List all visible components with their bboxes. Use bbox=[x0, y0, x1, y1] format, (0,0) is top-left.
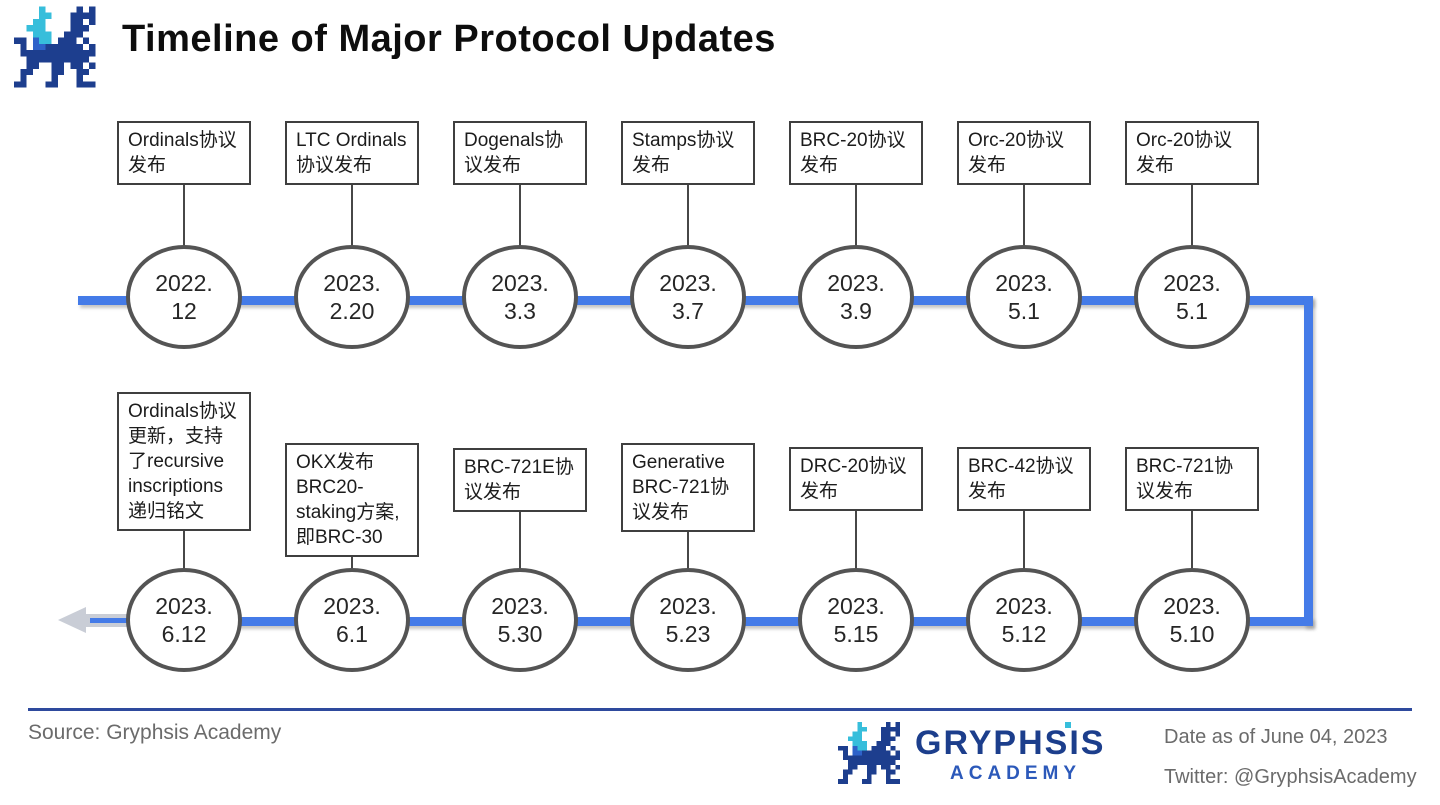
date-node: 2023. 5.23 bbox=[630, 568, 746, 672]
connector-line bbox=[519, 160, 521, 247]
connector-line bbox=[1191, 160, 1193, 247]
event-label-box: BRC-721E协议发布 bbox=[453, 448, 587, 512]
node-date-day: 5.1 bbox=[1008, 298, 1040, 324]
node-date-day: 3.9 bbox=[840, 298, 872, 324]
event-label-box: Orc-20协议发布 bbox=[1125, 121, 1259, 185]
node-date-year: 2023. bbox=[659, 270, 717, 296]
event-label-box: OKX发布BRC20-staking方案,即BRC-30 bbox=[285, 443, 419, 557]
connector-line bbox=[519, 500, 521, 570]
node-date-day: 3.3 bbox=[504, 298, 536, 324]
brand-name: GRYPHSIS bbox=[915, 724, 1106, 762]
brand-i-dot-icon bbox=[1065, 722, 1072, 728]
connector-line bbox=[855, 500, 857, 570]
node-date-day: 3.7 bbox=[672, 298, 704, 324]
event-label: LTC Ordinals协议发布 bbox=[296, 130, 407, 176]
date-node: 2023. 3.9 bbox=[798, 245, 914, 349]
connector-line bbox=[183, 500, 185, 570]
connector-line bbox=[687, 500, 689, 570]
event-label-box: Stamps协议发布 bbox=[621, 121, 755, 185]
event-label: Generative BRC-721协议发布 bbox=[632, 452, 730, 523]
event-label: BRC-42协议发布 bbox=[968, 456, 1074, 502]
date-node: 2022. 12 bbox=[126, 245, 242, 349]
node-date-year: 2023. bbox=[155, 593, 213, 619]
node-date-day: 12 bbox=[171, 298, 197, 324]
source-text: Source: Gryphsis Academy bbox=[28, 721, 282, 744]
date-node: 2023. 5.1 bbox=[966, 245, 1082, 349]
connector-line bbox=[1023, 500, 1025, 570]
event-label: Dogenals协议发布 bbox=[464, 130, 564, 176]
gryphsis-dragon-icon bbox=[14, 6, 96, 88]
event-label-box: Ordinals协议发布 bbox=[117, 121, 251, 185]
timeline-arrow-inner-line bbox=[90, 618, 158, 623]
brand-subtitle: ACADEMY bbox=[950, 763, 1082, 784]
date-node: 2023. 6.1 bbox=[294, 568, 410, 672]
event-label-box: Ordinals协议更新，支持了recursive inscriptions递归… bbox=[117, 392, 251, 531]
date-note: Date as of June 04, 2023 bbox=[1164, 726, 1388, 748]
event-label-box: DRC-20协议发布 bbox=[789, 447, 923, 511]
event-label-box: BRC-721协议发布 bbox=[1125, 447, 1259, 511]
node-date-year: 2023. bbox=[995, 593, 1053, 619]
event-label: BRC-721协议发布 bbox=[1136, 456, 1234, 502]
date-node: 2023. 3.3 bbox=[462, 245, 578, 349]
connector-line bbox=[183, 160, 185, 247]
node-date-day: 5.23 bbox=[665, 621, 711, 647]
node-date-year: 2022. bbox=[155, 270, 213, 296]
node-date-year: 2023. bbox=[323, 270, 381, 296]
connector-line bbox=[351, 180, 353, 247]
event-label: Orc-20协议发布 bbox=[1136, 130, 1233, 176]
connector-line bbox=[687, 160, 689, 247]
node-date-day: 5.10 bbox=[1169, 621, 1215, 647]
date-node: 2023. 5.1 bbox=[1134, 245, 1250, 349]
timeline-line-right bbox=[1304, 296, 1313, 626]
connector-line bbox=[1023, 160, 1025, 247]
footer-divider bbox=[28, 708, 1412, 711]
node-date-day: 5.1 bbox=[1176, 298, 1208, 324]
date-node: 2023. 3.7 bbox=[630, 245, 746, 349]
event-label-box: BRC-42协议发布 bbox=[957, 447, 1091, 511]
page-title: Timeline of Major Protocol Updates bbox=[122, 18, 776, 60]
brand-wordmark: GRYPHSIS bbox=[915, 722, 1106, 763]
date-node: 2023. 5.10 bbox=[1134, 568, 1250, 672]
event-label: BRC-721E协议发布 bbox=[464, 457, 574, 503]
connector-line bbox=[1191, 500, 1193, 570]
event-label: BRC-20协议发布 bbox=[800, 130, 906, 176]
node-date-day: 5.15 bbox=[833, 621, 879, 647]
event-label: DRC-20协议发布 bbox=[800, 456, 907, 502]
event-label-box: Generative BRC-721协议发布 bbox=[621, 443, 755, 532]
date-node: 2023. 5.12 bbox=[966, 568, 1082, 672]
timeline-continues-arrow bbox=[58, 607, 86, 633]
date-node: 2023. 5.15 bbox=[798, 568, 914, 672]
node-date-year: 2023. bbox=[491, 593, 549, 619]
event-label-box: BRC-20协议发布 bbox=[789, 121, 923, 185]
event-label: Ordinals协议更新，支持了recursive inscriptions递归… bbox=[128, 401, 237, 522]
gryphsis-dragon-icon bbox=[838, 722, 901, 784]
node-date-day: 2.20 bbox=[329, 298, 375, 324]
node-date-year: 2023. bbox=[827, 270, 885, 296]
event-label-box: LTC Ordinals协议发布 bbox=[285, 121, 419, 185]
connector-line bbox=[855, 160, 857, 247]
node-date-day: 6.12 bbox=[161, 621, 207, 647]
node-date-year: 2023. bbox=[491, 270, 549, 296]
node-date-year: 2023. bbox=[659, 593, 717, 619]
date-node: 2023. 2.20 bbox=[294, 245, 410, 349]
event-label: Stamps协议发布 bbox=[632, 130, 735, 176]
event-label-box: Dogenals协议发布 bbox=[453, 121, 587, 185]
event-label: OKX发布BRC20-staking方案,即BRC-30 bbox=[296, 452, 400, 548]
event-label: Orc-20协议发布 bbox=[968, 130, 1065, 176]
node-date-day: 5.12 bbox=[1001, 621, 1047, 647]
event-label: Ordinals协议发布 bbox=[128, 130, 237, 176]
node-date-year: 2023. bbox=[995, 270, 1053, 296]
date-node: 2023. 5.30 bbox=[462, 568, 578, 672]
event-label-box: Orc-20协议发布 bbox=[957, 121, 1091, 185]
node-date-year: 2023. bbox=[827, 593, 885, 619]
node-date-year: 2023. bbox=[1163, 593, 1221, 619]
node-date-day: 6.1 bbox=[336, 621, 368, 647]
node-date-year: 2023. bbox=[323, 593, 381, 619]
twitter-handle: Twitter: @GryphsisAcademy bbox=[1164, 766, 1417, 788]
date-node: 2023. 6.12 bbox=[126, 568, 242, 672]
node-date-year: 2023. bbox=[1163, 270, 1221, 296]
node-date-day: 5.30 bbox=[497, 621, 543, 647]
